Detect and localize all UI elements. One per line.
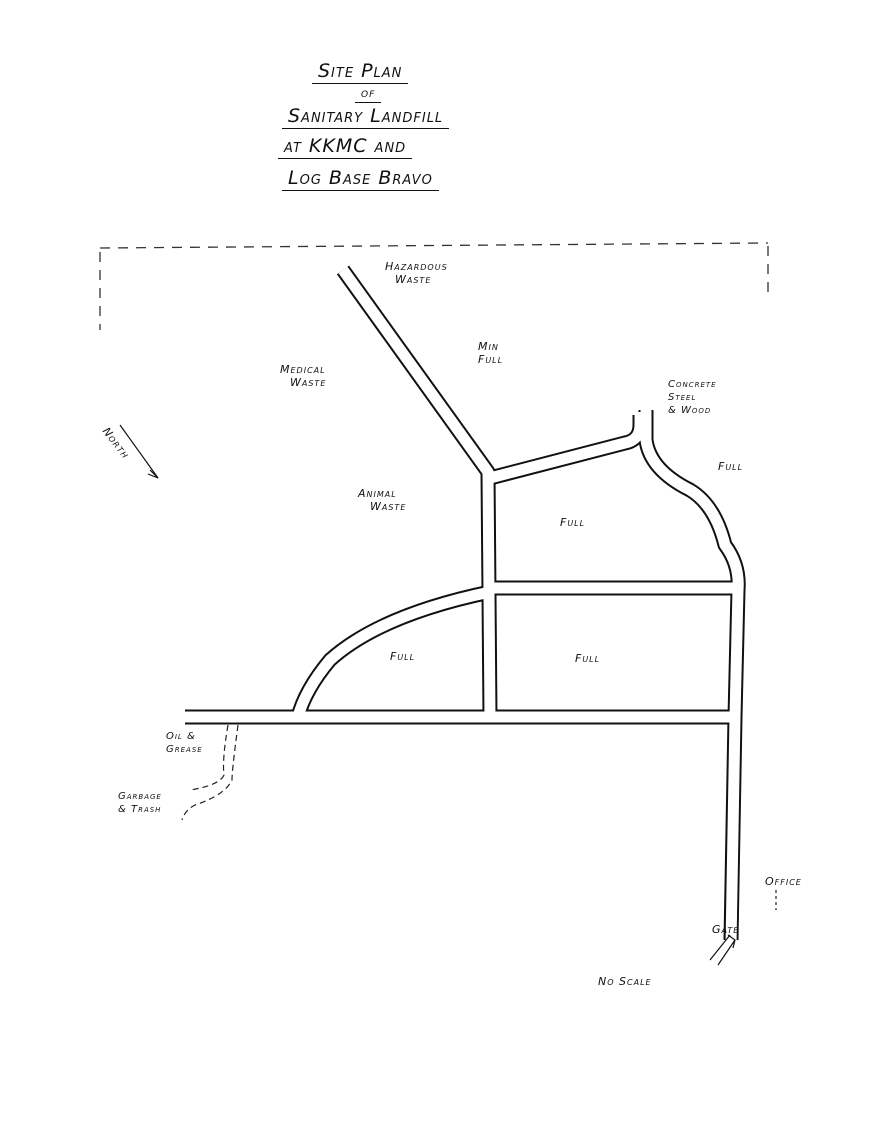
cell-sw-status-label: Full [390,650,416,663]
concrete-status-label: Full [718,460,744,473]
title-line-5: Log Base Bravo [282,167,439,191]
oil-grease-label: Oil &Grease [166,731,203,755]
office-label: Office [765,875,802,888]
cell-ne-status-label: Full [560,516,586,529]
gate-label: Gate [712,923,740,936]
drainage-lines [181,724,239,821]
site-boundary [99,242,769,330]
title-line-1: Site Plan [312,60,409,84]
no-scale-label: No Scale [598,975,652,988]
cell-se-status-label: Full [575,652,601,665]
garbage-trash-label: Garbage& Trash [118,791,162,815]
north-arrow-icon [119,424,159,479]
title-line-2: of [355,86,382,103]
gate-arrow-icon [709,934,736,966]
roads [180,265,746,946]
title-line-3: Sanitary Landfill [282,105,450,129]
title-line-4: at KKMC and [278,135,413,159]
